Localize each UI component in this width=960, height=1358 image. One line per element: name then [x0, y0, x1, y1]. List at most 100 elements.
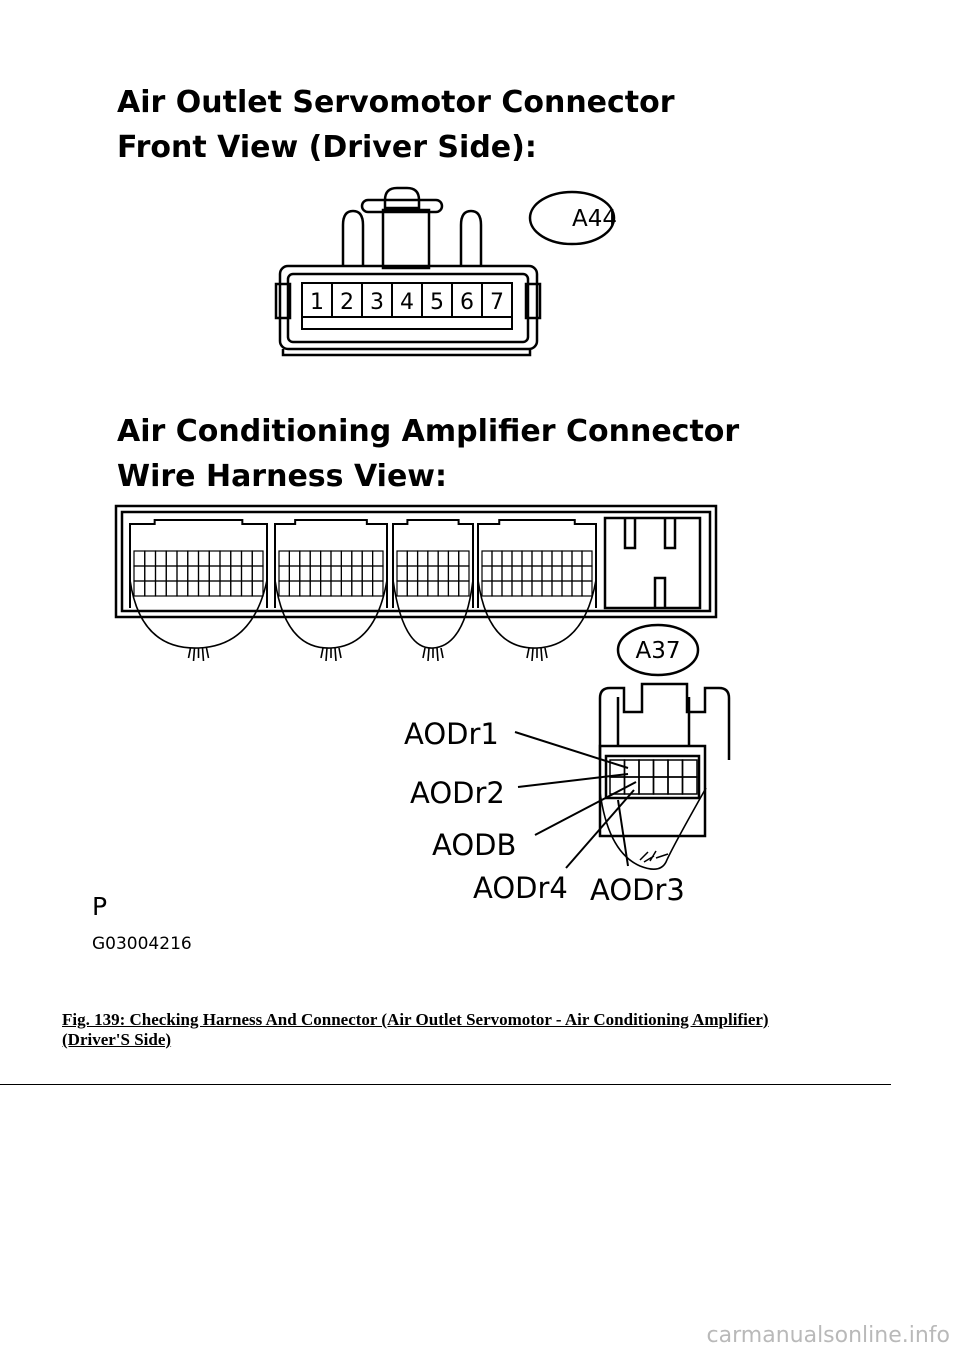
- amp-terminal-cell: [278, 565, 290, 582]
- amp-terminal-cell: [437, 565, 450, 582]
- amp-terminal-cell: [571, 580, 583, 597]
- wire-end: [192, 647, 196, 662]
- connector-diagram: Air Outlet Servomotor Connector Front Vi…: [92, 85, 739, 954]
- side-wire-ends: [639, 850, 669, 863]
- pin-number: 6: [460, 290, 474, 315]
- amp-terminal-cell: [541, 550, 553, 567]
- amp-terminal-cell: [521, 580, 533, 597]
- pin-number: 5: [430, 290, 444, 315]
- amp-terminal-cell: [406, 580, 419, 597]
- pin-number: 4: [400, 290, 414, 315]
- servo-connector-title-2: Front View (Driver Side):: [117, 130, 537, 165]
- amp-terminal-cell: [511, 565, 523, 582]
- amp-terminal-cell: [187, 580, 200, 597]
- amp-terminal-cell: [447, 550, 460, 567]
- pin-number: 1: [310, 290, 324, 315]
- amp-terminal-cell: [511, 550, 523, 567]
- amp-terminal-cell: [531, 580, 543, 597]
- amp-terminal-cell: [416, 565, 429, 582]
- amp-terminal-cell: [437, 550, 450, 567]
- wire-end: [436, 647, 439, 662]
- amp-terminal-cell: [361, 580, 374, 597]
- amp-terminal-cell: [531, 550, 543, 567]
- wire-end: [320, 647, 324, 659]
- amp-terminal-cell: [320, 580, 332, 597]
- amp-terminal-cell: [501, 550, 513, 567]
- terminal-label-aodr4: AODr4: [473, 871, 568, 905]
- amp-terminal-cell: [240, 550, 253, 567]
- amp-terminal-cell: [458, 550, 470, 567]
- side-terminal-cell: [652, 776, 669, 795]
- amp-terminal-cell: [197, 580, 210, 597]
- terminal-label-aodr3: AODr3: [590, 873, 685, 907]
- amp-terminal-cell: [571, 565, 583, 582]
- amp-terminal-cell: [278, 580, 290, 597]
- amp-terminal-cell: [154, 565, 167, 582]
- amp-terminal-cell: [154, 550, 167, 567]
- wire-end: [325, 647, 328, 662]
- side-terminal-cell: [681, 776, 698, 795]
- amp-terminal-cell: [197, 550, 210, 567]
- amp-terminal-cell: [416, 580, 429, 597]
- amp-terminal-cell: [581, 565, 593, 582]
- amp-code-circle: [616, 623, 700, 677]
- terminal-leaders: [514, 731, 637, 869]
- watermark: carmanualsonline.info: [706, 1323, 950, 1348]
- caption-line-1[interactable]: Fig. 139: Checking Harness And Connector…: [62, 1010, 769, 1029]
- pin-number: 2: [340, 290, 354, 315]
- wire-end: [526, 647, 530, 659]
- amp-terminal-cell: [581, 580, 593, 597]
- amp-terminal-cell: [437, 580, 450, 597]
- amp-terminal-cell: [176, 550, 189, 567]
- servo-connector-a44: [274, 186, 542, 357]
- side-terminal-cell: [667, 776, 684, 795]
- side-terminal-cell: [638, 759, 655, 778]
- amp-terminal-cell: [144, 550, 157, 567]
- amp-terminal-cell: [396, 550, 408, 567]
- amp-terminal-cell: [133, 550, 146, 567]
- amp-terminal-cell: [309, 565, 322, 582]
- amp-module-outline: [274, 519, 388, 608]
- amp-terminal-cell: [521, 550, 533, 567]
- amp-terminal-cell: [144, 565, 157, 582]
- side-wire-bundle: [599, 787, 707, 870]
- figure-caption[interactable]: Fig. 139: Checking Harness And Connector…: [62, 1010, 892, 1050]
- amp-terminal-cell: [330, 550, 342, 567]
- amp-terminal-cell: [219, 565, 232, 582]
- amp-terminal-cell: [372, 550, 384, 567]
- amp-terminal-cell: [361, 550, 374, 567]
- amp-terminal-cell: [501, 580, 513, 597]
- amp-terminal-cell: [187, 565, 200, 582]
- amp-connector-block: [114, 504, 718, 619]
- amp-terminal-cell: [251, 550, 264, 567]
- pin-row-base: [301, 316, 513, 330]
- amp-terminal-cell: [320, 565, 332, 582]
- amp-terminal-cell: [299, 580, 311, 597]
- amp-terminal-cell: [176, 565, 189, 582]
- servo-connector-code: A44: [572, 206, 617, 232]
- side-terminal-grid: [609, 759, 698, 795]
- wire-end: [540, 647, 543, 662]
- amp-terminal-cell: [219, 580, 232, 597]
- amp-terminal-cell: [361, 565, 374, 582]
- caption-line-2[interactable]: (Driver'S Side): [62, 1030, 172, 1049]
- amp-terminal-cell: [396, 565, 408, 582]
- figure-id: G03004216: [92, 934, 192, 954]
- side-terminal-cell: [638, 776, 655, 795]
- amp-terminal-cell: [340, 550, 353, 567]
- amp-terminal-cell: [230, 565, 243, 582]
- amp-terminal-cell: [458, 580, 470, 597]
- amp-terminal-cell: [309, 550, 322, 567]
- amp-terminal-cell: [165, 550, 178, 567]
- wire-end: [531, 647, 534, 662]
- blank-housing: [603, 516, 702, 610]
- pin-number: 7: [490, 290, 504, 315]
- amp-terminal-cell: [491, 550, 503, 567]
- amp-terminal-cell: [541, 565, 553, 582]
- amp-module-outline: [477, 519, 597, 608]
- amp-terminal-cell: [406, 565, 419, 582]
- amp-terminal-cell: [481, 580, 493, 597]
- side-terminal-cell: [667, 759, 684, 778]
- terminal-label-aodr2: AODr2: [410, 776, 505, 810]
